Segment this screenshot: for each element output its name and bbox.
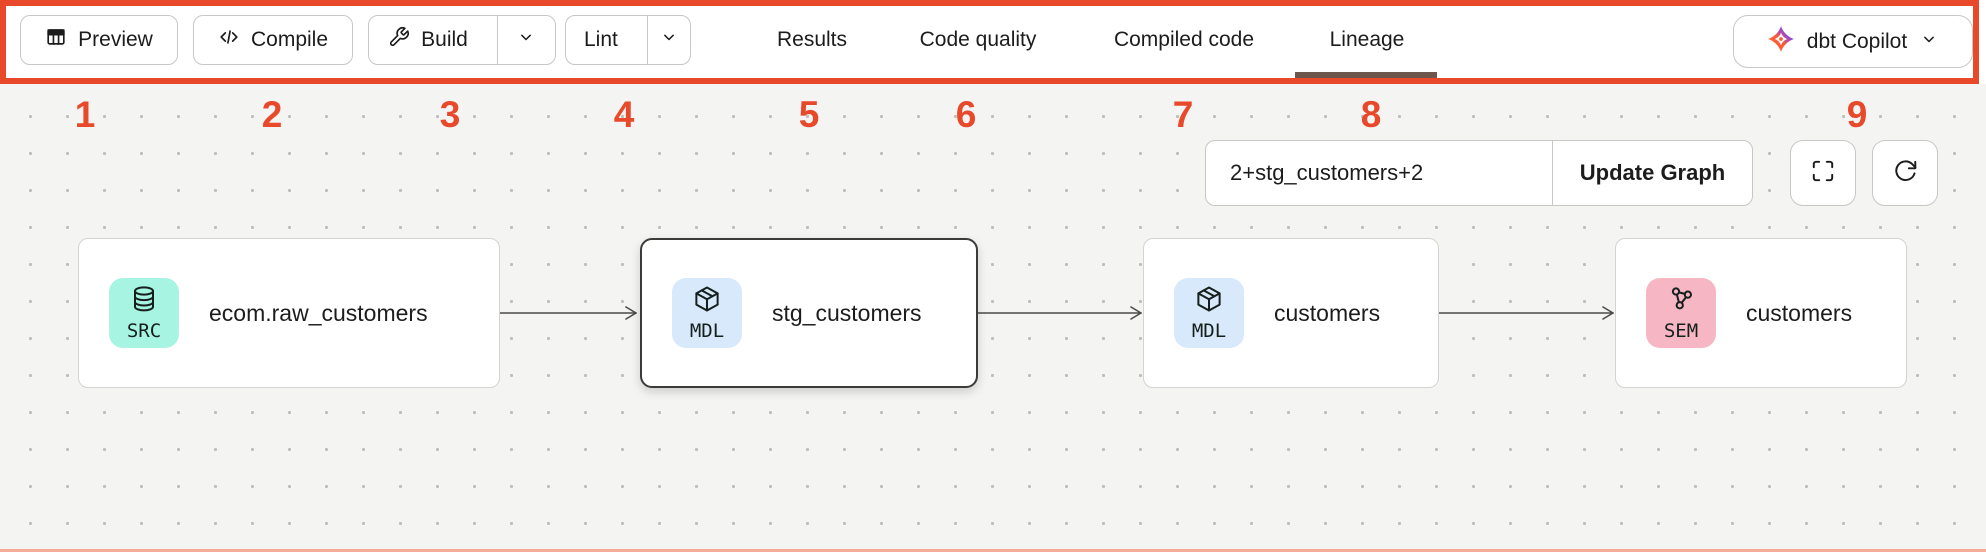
semantic-badge: SEM bbox=[1646, 278, 1716, 348]
lint-dropdown-toggle[interactable] bbox=[646, 16, 690, 64]
chevron-down-icon bbox=[659, 27, 679, 53]
annotation-number-6: 6 bbox=[955, 94, 977, 135]
annotation-number-4: 4 bbox=[613, 94, 635, 135]
dbt-logo-icon bbox=[1767, 25, 1795, 59]
database-icon bbox=[129, 284, 159, 319]
model-badge: MDL bbox=[1174, 278, 1244, 348]
wrench-icon bbox=[388, 26, 410, 54]
model-badge: MDL bbox=[672, 278, 742, 348]
active-tab-underline bbox=[1295, 72, 1437, 78]
node-label: ecom.raw_customers bbox=[209, 299, 428, 326]
node-customers-model[interactable]: MDL customers bbox=[1143, 238, 1439, 388]
tab-compiled-code[interactable]: Compiled code bbox=[1114, 15, 1254, 65]
tab-lineage-label: Lineage bbox=[1329, 28, 1405, 51]
build-dropdown-toggle[interactable] bbox=[496, 16, 554, 64]
compile-button[interactable]: Compile bbox=[193, 15, 353, 65]
lint-button-label: Lint bbox=[584, 28, 618, 51]
chevron-down-icon bbox=[516, 27, 536, 53]
compile-button-label: Compile bbox=[250, 28, 329, 51]
annotation-number-2: 2 bbox=[261, 94, 283, 135]
annotation-number-3: 3 bbox=[439, 94, 461, 135]
dbt-copilot-button[interactable]: dbt Copilot bbox=[1733, 15, 1973, 68]
node-stg-customers[interactable]: MDL stg_customers bbox=[640, 238, 978, 388]
tab-results-label: Results bbox=[776, 28, 848, 51]
dbt-copilot-label: dbt Copilot bbox=[1806, 29, 1908, 53]
tab-results[interactable]: Results bbox=[777, 15, 847, 65]
build-split-button: Build bbox=[368, 15, 556, 65]
node-label: stg_customers bbox=[772, 299, 922, 326]
lint-button[interactable]: Lint bbox=[566, 16, 636, 64]
node-label: customers bbox=[1274, 299, 1381, 326]
node-type-badge: MDL bbox=[689, 320, 725, 342]
annotation-number-8: 8 bbox=[1360, 94, 1382, 135]
lineage-selector: 2+stg_customers+2 Update Graph bbox=[1205, 140, 1753, 206]
annotation-number-7: 7 bbox=[1172, 94, 1194, 135]
preview-button[interactable]: Preview bbox=[20, 15, 178, 65]
bottom-annotation-strip bbox=[0, 549, 1986, 552]
fullscreen-icon bbox=[1810, 158, 1836, 189]
source-badge: SRC bbox=[109, 278, 179, 348]
code-icon bbox=[218, 26, 240, 54]
annotation-number-9: 9 bbox=[1846, 94, 1868, 135]
preview-button-label: Preview bbox=[78, 28, 153, 51]
node-type-badge: SEM bbox=[1663, 320, 1699, 342]
tab-code-quality[interactable]: Code quality bbox=[920, 15, 1037, 65]
annotation-number-5: 5 bbox=[798, 94, 820, 135]
annotation-number-1: 1 bbox=[74, 94, 96, 135]
table-icon bbox=[45, 26, 67, 54]
update-graph-button[interactable]: Update Graph bbox=[1553, 141, 1752, 205]
selector-input[interactable]: 2+stg_customers+2 bbox=[1206, 141, 1553, 205]
node-type-badge: SRC bbox=[126, 320, 162, 342]
network-icon bbox=[1666, 284, 1696, 319]
lint-split-button: Lint bbox=[565, 15, 691, 65]
node-label: customers bbox=[1746, 299, 1853, 326]
refresh-button[interactable] bbox=[1872, 140, 1938, 206]
tab-code-quality-label: Code quality bbox=[919, 28, 1037, 51]
build-button[interactable]: Build bbox=[370, 16, 486, 64]
build-button-label: Build bbox=[421, 28, 468, 51]
refresh-icon bbox=[1892, 158, 1918, 189]
selector-value: 2+stg_customers+2 bbox=[1230, 160, 1424, 185]
update-graph-label: Update Graph bbox=[1579, 160, 1726, 185]
cube-icon bbox=[1194, 284, 1224, 319]
fullscreen-button[interactable] bbox=[1790, 140, 1856, 206]
node-ecom-raw-customers[interactable]: SRC ecom.raw_customers bbox=[78, 238, 500, 388]
tab-lineage[interactable]: Lineage bbox=[1330, 15, 1405, 65]
node-customers-semantic[interactable]: SEM customers bbox=[1615, 238, 1907, 388]
node-type-badge: MDL bbox=[1191, 320, 1227, 342]
cube-icon bbox=[692, 284, 722, 319]
chevron-down-icon bbox=[1919, 29, 1939, 55]
tab-compiled-code-label: Compiled code bbox=[1113, 28, 1255, 51]
